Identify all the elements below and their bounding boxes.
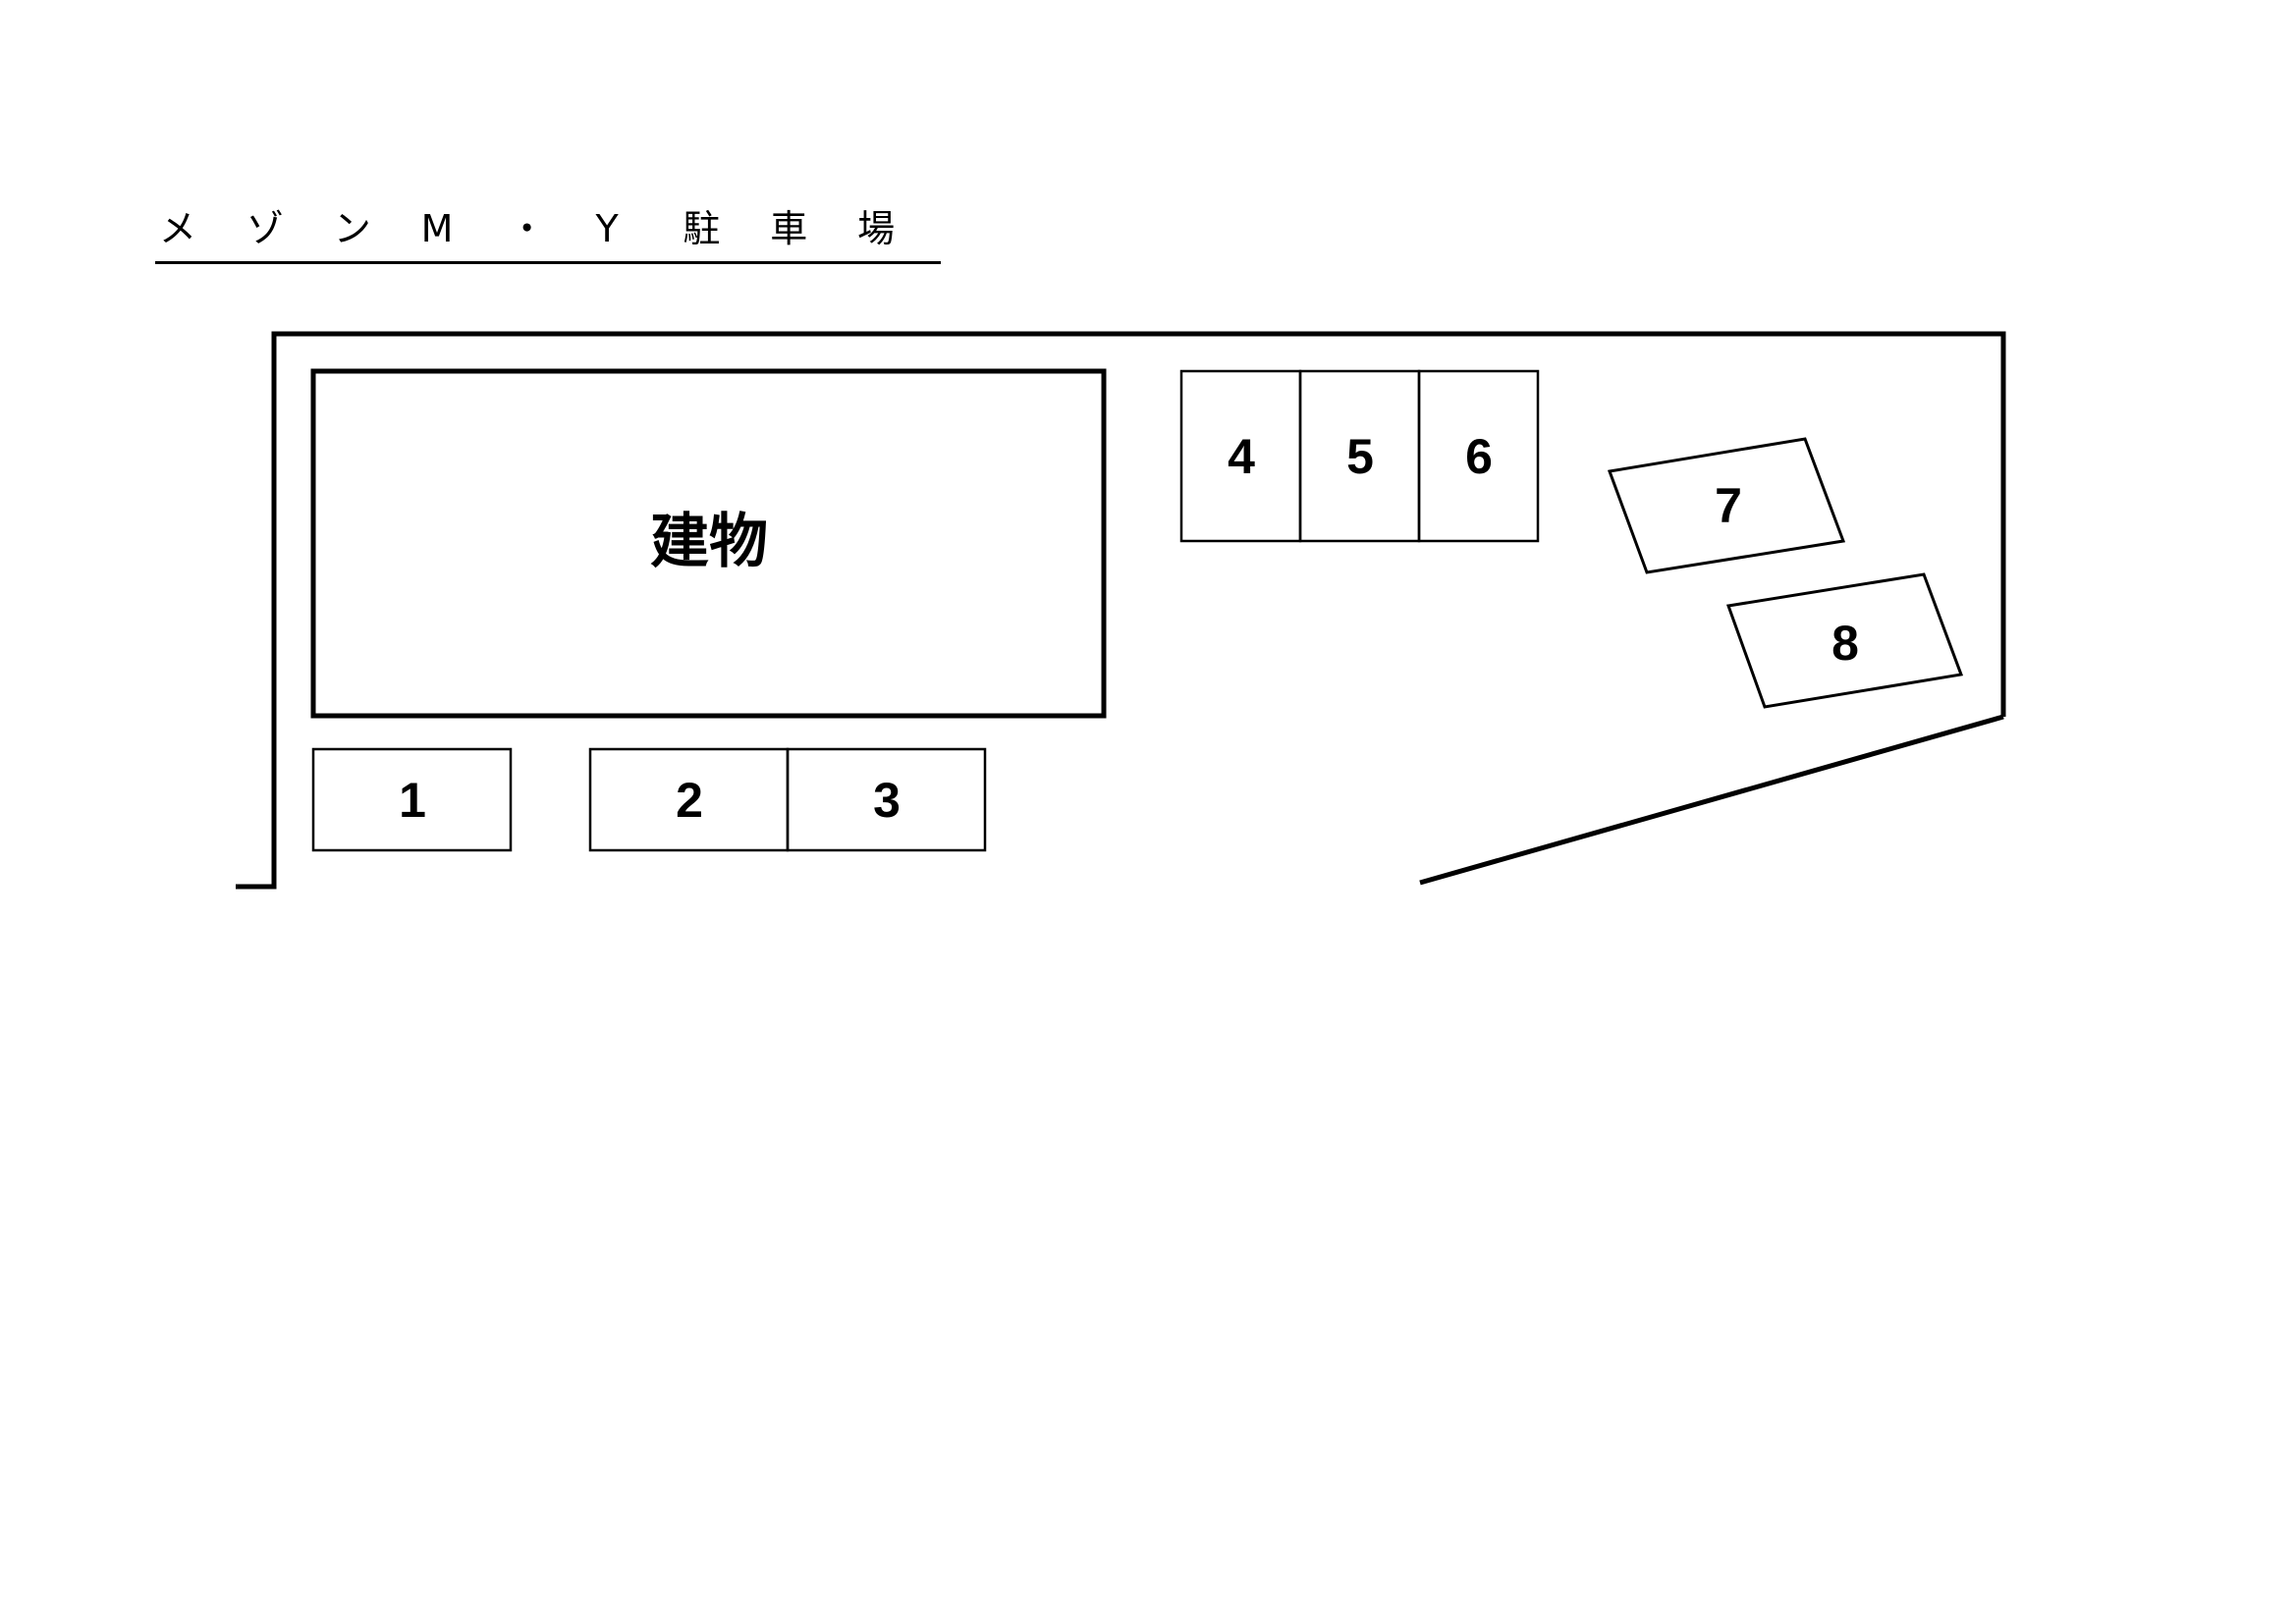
title-char: Y	[595, 207, 619, 250]
space-number: 5	[1346, 429, 1374, 484]
parking-space-6[interactable]	[1417, 369, 1540, 543]
title-char: メ	[159, 207, 197, 250]
parking-space-7[interactable]	[1607, 437, 1846, 574]
lot-boundary	[236, 331, 2006, 890]
space-number: 4	[1228, 429, 1255, 484]
title-char: 場	[857, 207, 896, 250]
space-number: 6	[1465, 429, 1493, 484]
title-underline	[155, 261, 941, 264]
title-char: ・	[508, 207, 546, 250]
parking-space-3[interactable]	[786, 747, 987, 852]
title-char: 駐	[683, 207, 721, 250]
building-label: 建物	[650, 508, 768, 576]
title-char: M	[420, 207, 454, 250]
space-number: 1	[399, 773, 426, 828]
space-number: 7	[1715, 478, 1742, 533]
parking-space-8[interactable]	[1725, 572, 1964, 709]
space-number: 8	[1831, 616, 1859, 671]
space-number: 2	[676, 773, 703, 828]
title-char: ゾ	[246, 207, 284, 250]
map-title: メ ゾ ン M ・ Y 駐 車 場	[155, 204, 941, 253]
title-char: 車	[770, 207, 808, 250]
parking-space-1[interactable]	[311, 747, 513, 852]
space-number: 3	[873, 773, 901, 828]
lot-boundary-diagonal	[1419, 714, 2004, 886]
title-char: ン	[333, 207, 371, 250]
building	[310, 368, 1107, 719]
